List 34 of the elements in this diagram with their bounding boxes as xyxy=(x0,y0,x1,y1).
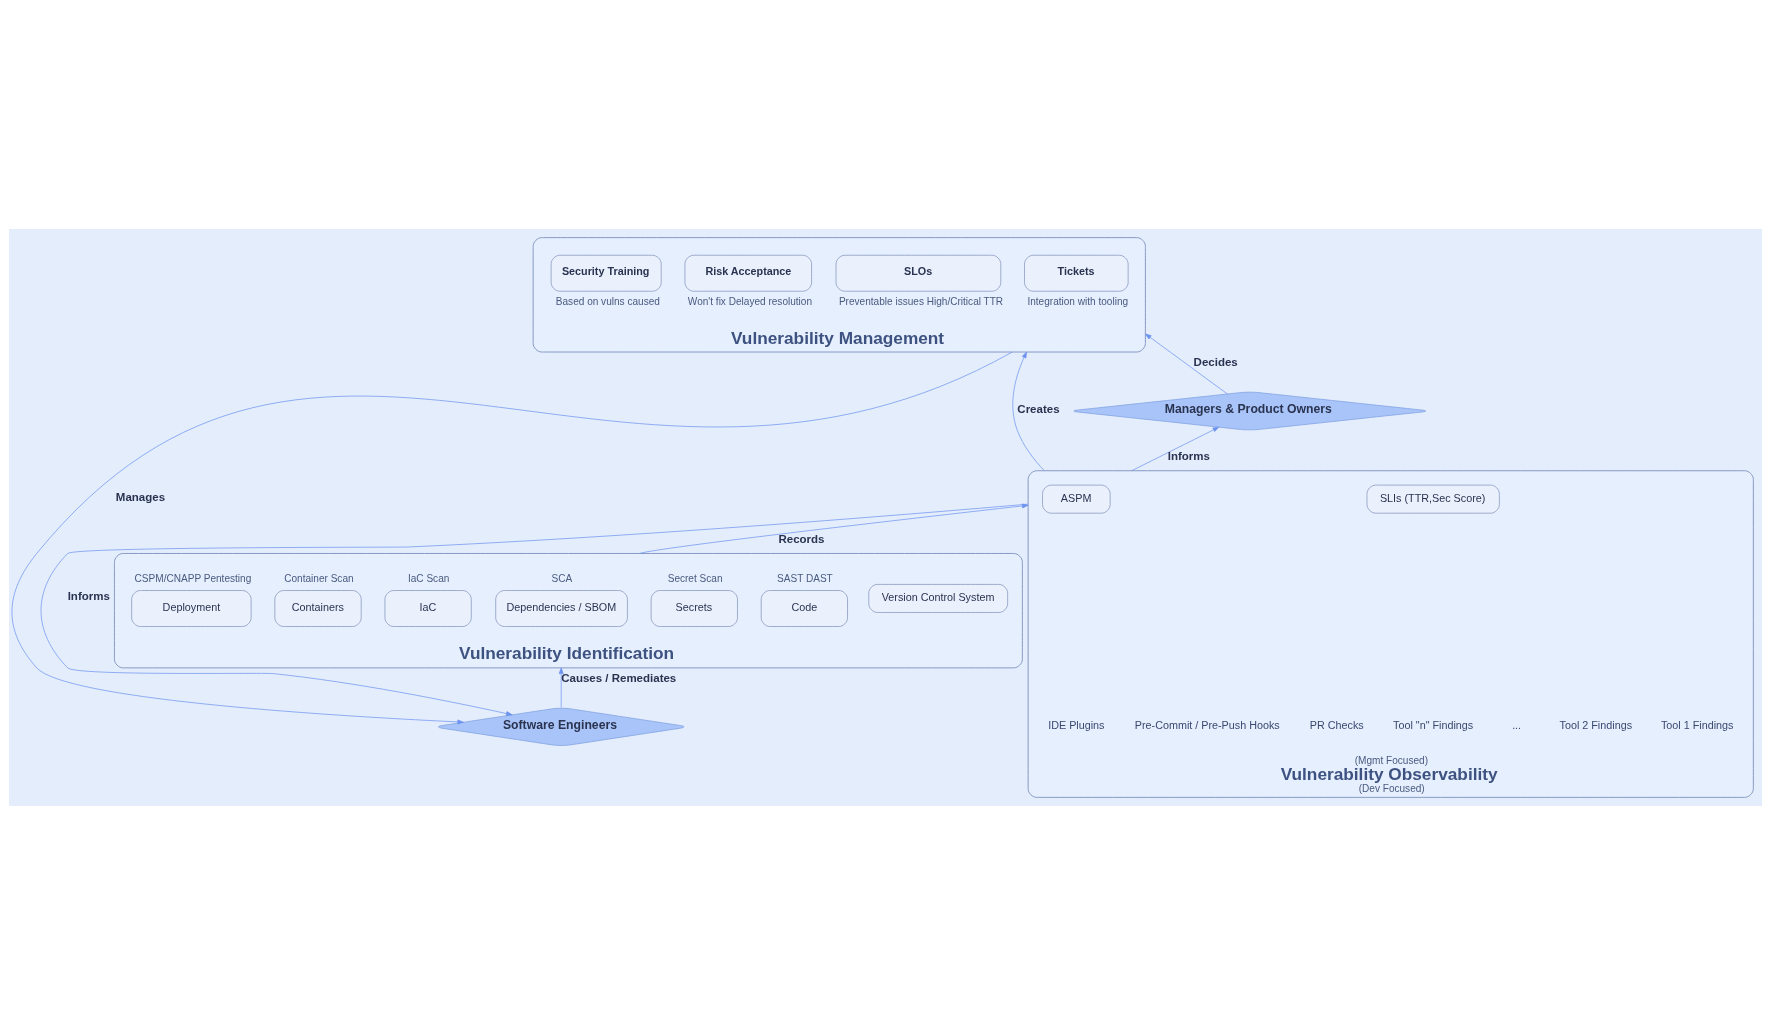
label: Pre-Commit / Pre-Push Hooks xyxy=(1134,719,1280,732)
edge-label: Creates xyxy=(1016,403,1060,416)
label: IDE Plugins xyxy=(1047,719,1104,732)
label: Tool 1 Findings xyxy=(1660,719,1733,732)
node-box: SLIs (TTR,Sec Score) xyxy=(1366,484,1500,514)
node-label: Based on vulns caused xyxy=(555,296,660,308)
node-label: Preventable issues High/Critical TTR xyxy=(838,296,1003,308)
node-label: Container Scan xyxy=(283,573,354,585)
node-label: SAST DAST xyxy=(776,573,833,585)
edge-label: Manages xyxy=(115,491,165,504)
node-label: IaC Scan xyxy=(407,573,449,585)
label: ... xyxy=(1511,719,1521,732)
label: Tool "n" Findings xyxy=(1392,719,1473,732)
edge-label: Informs xyxy=(1167,449,1210,462)
arrow xyxy=(1144,333,1228,395)
edge-label: Records xyxy=(777,532,825,545)
edge-label: Decides xyxy=(1193,356,1238,369)
arrow xyxy=(638,503,1028,554)
node-box: ASPM xyxy=(1041,484,1110,514)
node-label: Won't fix Delayed resolution xyxy=(687,296,812,308)
node-label: CSPM/CNAPP Pentesting xyxy=(134,573,251,585)
node-box: Version Control System xyxy=(867,584,1008,613)
node-label: SCA xyxy=(550,573,572,585)
label: Tool 2 Findings xyxy=(1559,719,1632,732)
node-label: Secret Scan xyxy=(667,573,723,585)
node-label: Integration with tooling xyxy=(1026,296,1128,308)
label: PR Checks xyxy=(1309,719,1364,732)
arrow xyxy=(558,667,564,708)
arrow xyxy=(1130,426,1219,472)
arrow xyxy=(1011,351,1045,472)
edge-label: Informs xyxy=(67,590,110,603)
arrow xyxy=(11,351,1013,725)
edge-label: Causes / Remediates xyxy=(560,672,676,685)
arrow xyxy=(40,503,1028,716)
